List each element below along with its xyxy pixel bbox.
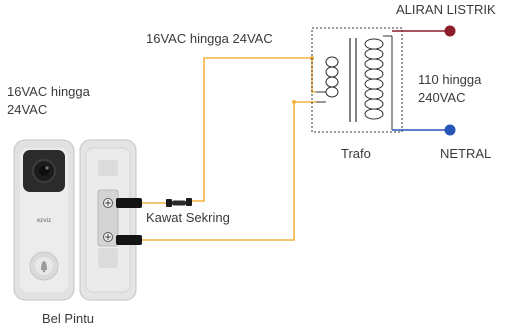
mains-live-terminal (444, 25, 456, 37)
bell-icon (41, 261, 47, 270)
label-doorbell: Bel Pintu (42, 311, 94, 326)
wire-top-to-transformer (192, 57, 316, 202)
label-neutral: NETRAL (440, 146, 491, 161)
label-mains-power: ALIRAN LISTRIK (396, 2, 496, 17)
label-mains-voltage-line2: 240VAC (418, 90, 465, 105)
fuse (166, 198, 192, 207)
mains-wires (392, 25, 456, 136)
transformer (311, 27, 403, 133)
doorbell-back (79, 139, 137, 301)
doorbell-logo: ezviz (37, 218, 51, 224)
low-voltage-wires (140, 56, 316, 241)
terminal-screw-top (103, 198, 113, 208)
label-voltage-left-line1: 16VAC hingga (7, 84, 91, 99)
terminal-screw-bottom (103, 232, 113, 242)
doorbell-front: ezviz (13, 139, 75, 301)
secondary-coil (316, 56, 339, 103)
terminal-block (97, 189, 119, 247)
label-mains-voltage-line1: 110 hingga (418, 72, 482, 87)
primary-coil (364, 35, 393, 130)
wire-bottom-to-transformer (140, 101, 316, 241)
label-voltage-left-line2: 24VAC (7, 102, 47, 117)
label-fuse-wire: Kawat Sekring (146, 210, 230, 225)
label-transformer: Trafo (341, 146, 371, 161)
label-voltage-top: 16VAC hingga 24VAC (146, 31, 273, 46)
mains-neutral-terminal (444, 124, 456, 136)
wire-connector-bottom (116, 235, 142, 245)
wire-connector-top (116, 198, 142, 208)
transformer-box (311, 27, 403, 133)
